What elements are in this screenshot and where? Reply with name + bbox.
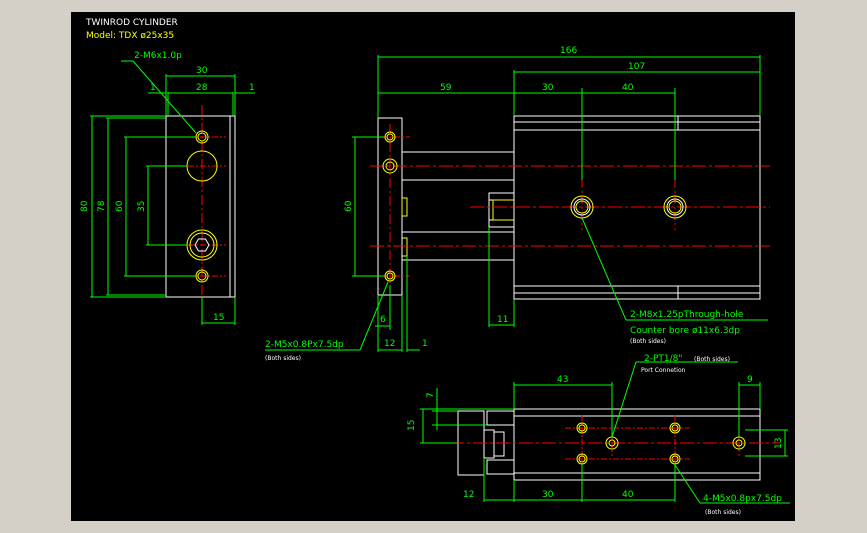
dim-30-bottom: 30 [542,490,554,500]
dim-11: 11 [497,315,508,325]
dim-59: 59 [440,83,452,93]
drawing-area [71,12,795,521]
note-pt-sub: (Both sides) [694,356,730,363]
note-m8: 2-M8x1.25pThrough-hole [630,310,744,320]
dim-1-side: 1 [422,339,428,349]
note-m5-side-sub: (Both sides) [265,355,301,362]
hex-socket-icon [194,238,210,252]
bottom-body [513,408,761,481]
note-m5-bottom-sub: (Both sides) [705,509,741,516]
note-counterbore: Counter bore ø11x6.3dp [630,326,740,336]
dim-9: 9 [747,375,753,385]
dim-12-side: 12 [384,339,395,349]
thread-label-m6: 2-M6x1.0p [134,51,182,61]
dim-28: 28 [196,83,208,93]
dim-15-left: 15 [213,313,224,323]
note-m8-sub: (Both sides) [630,338,666,345]
dim-15-bottom: 15 [407,420,417,431]
dim-40-bottom: 40 [622,490,634,500]
counterbore-hole-2 [663,195,687,219]
bottom-view: 43 9 7 15 13 12 30 40 2-PT1/8" (Both sid… [407,354,790,516]
dim-6: 6 [380,315,386,325]
note-port: Port Connetion [641,367,686,374]
note-m5-side: 2-M5x0.8Px7.5dp [265,340,344,350]
title-text: TWINROD CYLINDER [85,18,178,28]
dim-1-right: 1 [249,83,255,93]
dim-30-side: 30 [542,83,554,93]
left-view: 30 28 1 1 2-M6x1.0p 80 78 60 35 15 [80,51,255,325]
dim-43: 43 [557,375,568,385]
note-pt: 2-PT1/8" [644,354,683,364]
model-text: Model: TDX ø25x35 [86,31,174,41]
dim-78: 78 [97,200,107,212]
dim-12-bottom: 12 [463,490,474,500]
dim-35: 35 [137,201,147,212]
dim-13: 13 [774,438,784,449]
side-view: 166 107 59 30 40 60 6 12 1 11 2-M5x0.8Px… [265,46,770,362]
dim-40-side: 40 [622,83,634,93]
dim-60-side: 60 [344,200,354,212]
dim-80: 80 [80,200,90,212]
left-view-body [165,115,236,298]
dim-7: 7 [426,392,436,398]
dim-107: 107 [628,62,645,72]
dim-166: 166 [560,46,577,56]
dim-30-left: 30 [196,66,208,76]
note-m5-bottom: 4-M5x0.8px7.5dp [703,494,782,504]
dim-60-left: 60 [115,200,125,212]
dim-1-left: 1 [150,83,156,93]
